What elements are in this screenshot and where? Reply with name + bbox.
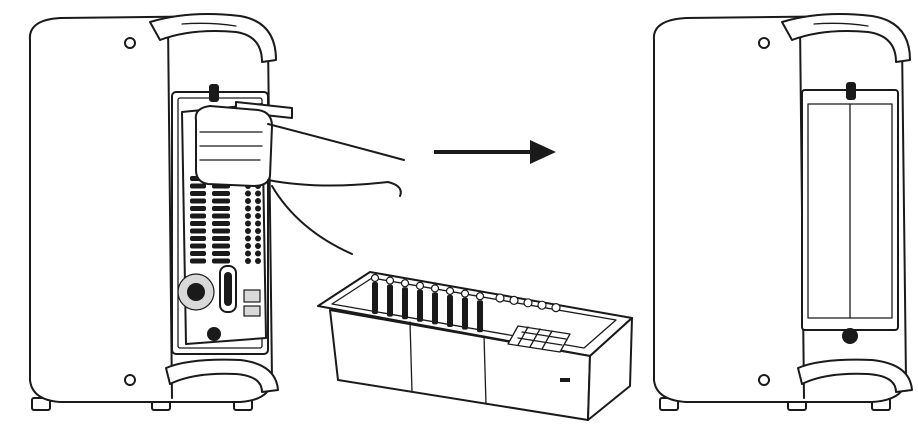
mixer-knob [190,236,206,241]
mixer-knob [255,213,261,219]
mixer-knob [212,243,230,249]
mixer-knob [245,205,251,212]
mixer-knob [212,228,230,234]
mixer-knob [212,191,230,196]
mixer-knob [190,258,206,264]
mixer-knob [245,198,251,204]
empty-speaker-icon [652,13,913,411]
mixer-knob [255,198,261,204]
mixer-faders [370,273,561,333]
mixer-knob [255,235,261,242]
mixer-knob [245,243,251,249]
mixer-knob [445,286,455,296]
mixer-knob [255,258,261,264]
mixer-knob [551,303,561,313]
mixer-knob [245,258,251,264]
mixer-knob [212,213,230,219]
mixer-knob [400,279,410,288]
mixer-knob [190,243,206,249]
mixer-knob [255,205,261,212]
mixer-knob [255,220,261,227]
mixer-knob [475,292,485,301]
mixer-fader [387,284,393,317]
mixer-knob [212,258,230,264]
mixer-knob [245,190,251,197]
speaker-with-mixer-icon [28,13,279,411]
mixer-knob [537,300,547,310]
mixer-knob [190,191,206,196]
mixer-knob [255,250,261,257]
mixer-knob [212,251,230,256]
mixer-knob [245,228,251,234]
mixer-knob [495,293,505,303]
mixer-knob [385,276,395,285]
mixer-knob [212,221,230,226]
mixer-knob [370,273,380,283]
mixer-knob [509,295,519,305]
mixer-knob [255,228,261,234]
mixer-knob [190,213,206,219]
mixer-fader [477,300,483,333]
mixer-knob [245,250,251,257]
mixer-fader [462,297,468,330]
mixer-knob [245,235,251,242]
detached-mixer-icon [317,271,633,421]
mixer-fader [447,295,453,327]
mixer-knob [415,281,425,290]
mixer-knob [255,190,261,197]
mixer-knob [190,251,206,256]
hand-icon [194,101,405,255]
mixer-knob [212,236,230,241]
mixer-fader [402,287,408,320]
mixer-knob [212,198,230,204]
mixer-knob [255,243,261,249]
mixer-knob [430,284,440,293]
mixer-knob [245,220,251,227]
mixer-knob [190,228,206,234]
mixer-knob [190,183,206,189]
mixer-knob [212,206,230,211]
mixer-fader [432,292,438,325]
mixer-knob [190,206,206,211]
mixer-fader [372,282,378,314]
arrow-right-icon [434,140,556,164]
mixer-knob [190,198,206,204]
mixer-knob [245,213,251,219]
mixer-knob [460,289,470,298]
mixer-knob [190,221,206,226]
mixer-fader [417,289,423,322]
mixer-knob [523,298,533,308]
